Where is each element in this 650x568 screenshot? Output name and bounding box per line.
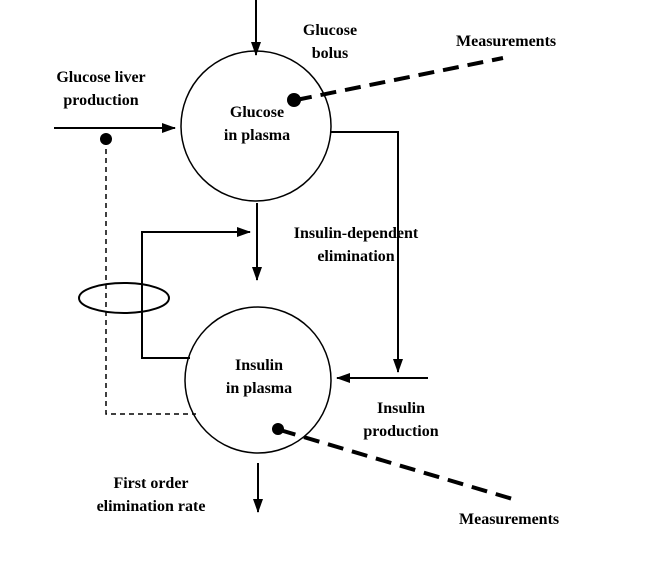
glucose-liver-production-label: Glucose liver production bbox=[28, 66, 174, 112]
glucose-bolus-line1: Glucose bbox=[302, 22, 358, 39]
insulin-dependent-elimination-line1: Insulin-dependent bbox=[293, 225, 419, 242]
first-order-elimination-label: First order elimination rate bbox=[76, 472, 226, 518]
insulin-effect-ring bbox=[78, 282, 170, 314]
glucose-to-insulin-production-path bbox=[331, 131, 403, 373]
glucose-liver-production-line2: production bbox=[63, 92, 139, 109]
insulin-compartment-circle bbox=[184, 306, 332, 454]
measurements-top-label: Measurements bbox=[456, 33, 557, 50]
insulin-inhibition-dashed-path bbox=[105, 140, 196, 415]
first-order-elimination-line1: First order bbox=[113, 475, 189, 492]
insulin-measurement-dot bbox=[272, 423, 284, 435]
glucose-bolus-line2: bolus bbox=[311, 45, 349, 62]
insulin-production-label: Insulin production bbox=[348, 397, 454, 443]
first-order-elimination-line2: elimination rate bbox=[96, 498, 206, 515]
insulin-effect-path bbox=[141, 227, 251, 359]
insulin-dependent-elimination-label: Insulin-dependent elimination bbox=[268, 222, 444, 268]
glucose-compartment-line2: in plasma bbox=[223, 127, 291, 144]
insulin-compartment-line2: in plasma bbox=[225, 380, 293, 397]
glucose-measurement-dot bbox=[287, 93, 301, 107]
insulin-compartment-label: Insulin in plasma bbox=[209, 354, 309, 400]
liver-production-control-dot bbox=[100, 133, 112, 145]
insulin-measurement-dashed-line bbox=[279, 428, 517, 502]
glucose-liver-production-line1: Glucose liver bbox=[56, 69, 146, 86]
glucose-compartment-label: Glucose in plasma bbox=[207, 101, 307, 147]
insulin-compartment-line1: Insulin bbox=[234, 357, 284, 374]
insulin-dependent-elimination-line2: elimination bbox=[317, 248, 395, 265]
insulin-production-line2: production bbox=[363, 423, 439, 440]
insulin-production-line1: Insulin bbox=[376, 400, 426, 417]
glucose-bolus-label: Glucose bolus bbox=[280, 19, 380, 65]
glucose-measurement-dashed-line bbox=[295, 56, 504, 102]
glucose-compartment-line1: Glucose bbox=[229, 104, 285, 121]
measurements-bottom-label: Measurements bbox=[459, 511, 560, 528]
